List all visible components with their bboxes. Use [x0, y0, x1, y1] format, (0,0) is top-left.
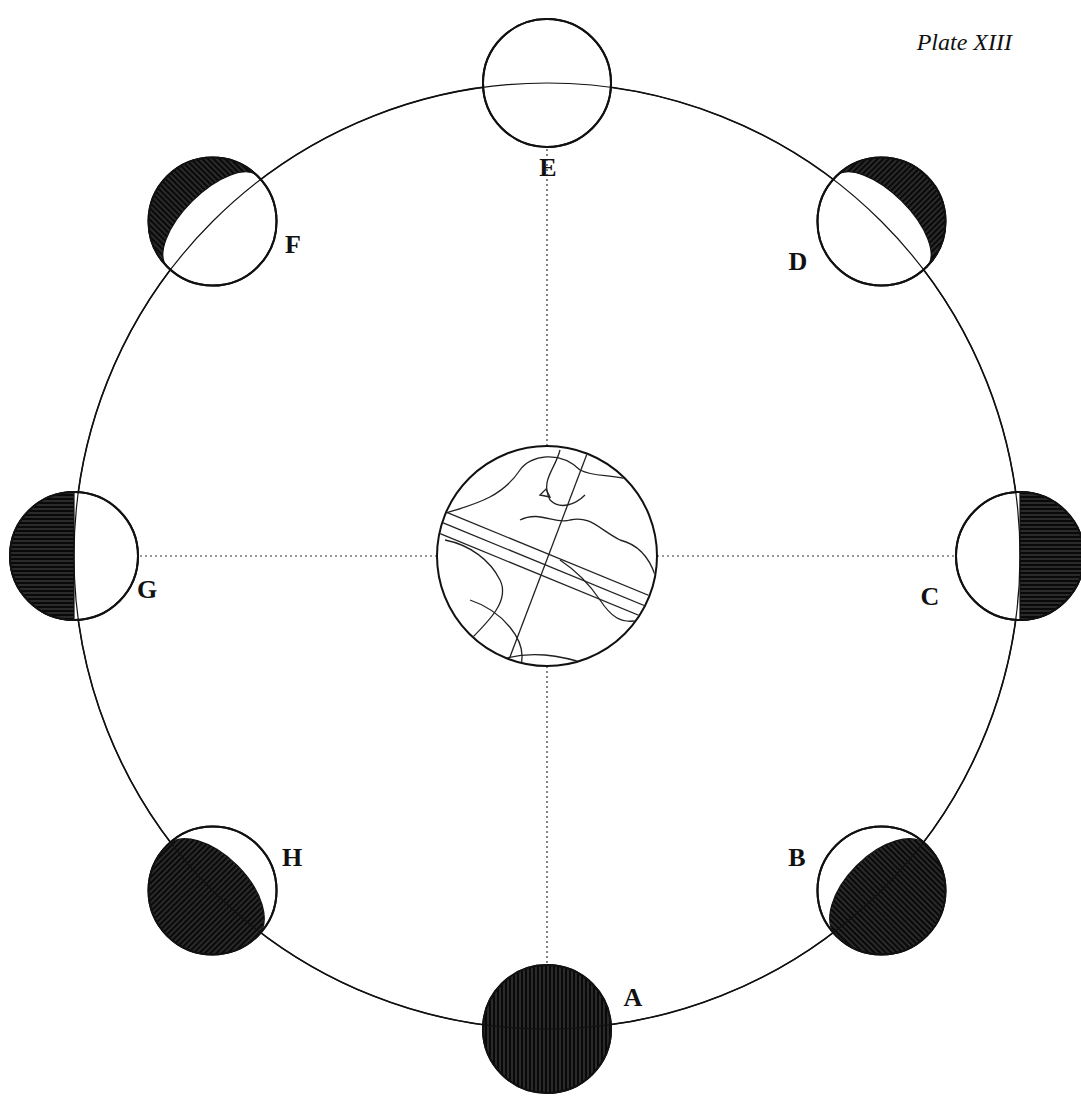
phase-letter: G	[137, 577, 157, 603]
dotted-axis	[546, 666, 547, 965]
earth-globe	[436, 446, 660, 670]
phase-letter: A	[624, 985, 643, 1011]
orbit-circle	[74, 83, 1020, 1029]
phase-letter: B	[788, 845, 805, 871]
phase-letter: D	[789, 249, 808, 275]
dotted-axis	[546, 147, 547, 446]
phase-letter: F	[285, 232, 301, 258]
phase-letter: C	[921, 584, 940, 610]
orbit-circle	[74, 83, 1020, 1029]
phase-letter: E	[539, 155, 556, 181]
dotted-axis	[138, 555, 437, 556]
dotted-axis	[657, 555, 956, 556]
plate-number: Plate XIII	[917, 30, 1012, 54]
moon-phase	[956, 492, 1081, 620]
phase-letter: H	[282, 845, 302, 871]
